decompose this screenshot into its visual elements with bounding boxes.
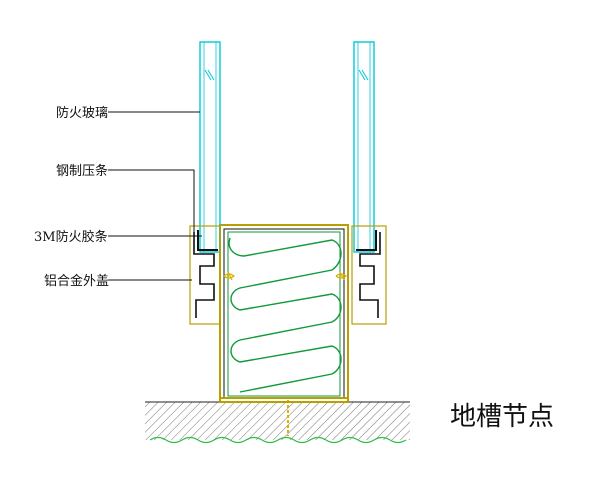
floor-channel: [219, 224, 349, 403]
leader-lines: [108, 111, 202, 281]
left-steel-strip: [197, 230, 218, 251]
right-fire-tape: [335, 271, 348, 281]
right-aluminum-cover: [335, 225, 387, 325]
right-steel-strip: [356, 230, 377, 251]
ground-break-line: [149, 436, 407, 444]
left-aluminum-cover: [189, 225, 236, 325]
label-fire-tape: 3M防火胶条: [34, 229, 108, 245]
right-glass-pane: [353, 41, 375, 253]
diagram-title: 地槽节点: [450, 402, 554, 432]
left-glass-pane: [199, 41, 221, 253]
left-fire-tape: [223, 271, 236, 281]
label-aluminum-cover: 铝合金外盖: [44, 273, 109, 289]
label-glass: 防火玻璃: [56, 105, 108, 121]
leader-steel-strip: [108, 169, 195, 240]
label-steel-strip: 钢制压条: [56, 163, 108, 179]
fireproof-insulation: [227, 231, 342, 397]
ground-slab: [145, 400, 410, 444]
